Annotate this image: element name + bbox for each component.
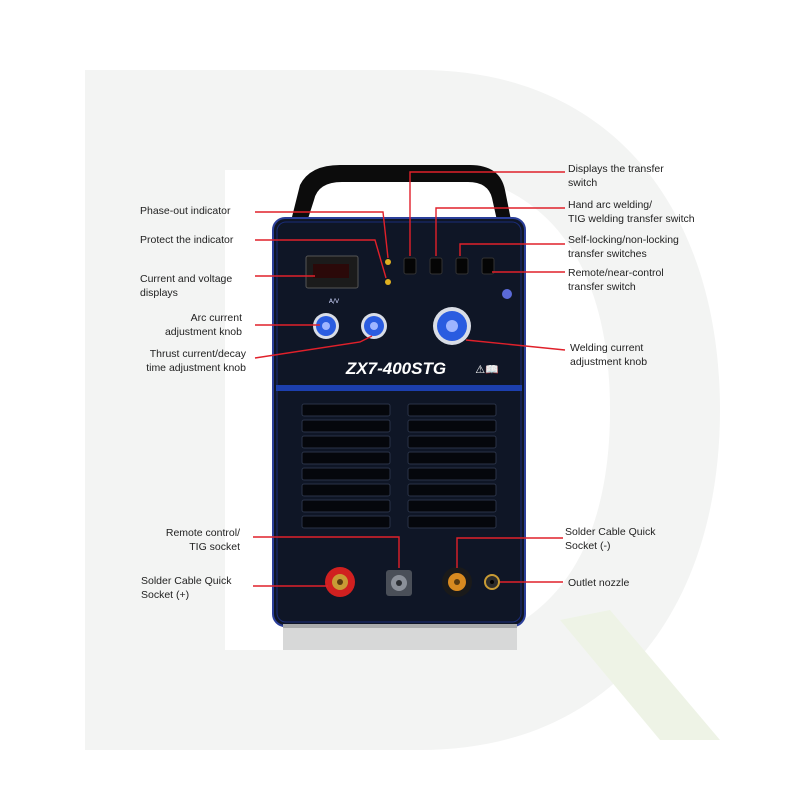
left-vent — [301, 403, 391, 529]
leader-protect — [255, 239, 387, 279]
outlet-nozzle[interactable] — [484, 574, 500, 590]
right-vent — [407, 403, 497, 529]
leader-transfer-display — [409, 171, 565, 256]
self-locking-switch[interactable] — [455, 257, 469, 275]
leader-remote-tig — [253, 536, 400, 568]
callout-solder-plus: Solder Cable Quick Socket (+) — [141, 575, 232, 601]
thrust-current-knob[interactable] — [361, 313, 387, 339]
warning-marks: ⚠📖 — [475, 363, 499, 376]
remote-tig-socket[interactable] — [386, 570, 412, 596]
blue-trim-band — [276, 385, 522, 391]
callout-welding-current: Welding current adjustment knob — [570, 342, 648, 368]
callout-outlet-nozzle: Outlet nozzle — [568, 577, 630, 589]
transfer-display-switch[interactable] — [403, 257, 417, 275]
display-unit-label: A/V — [329, 298, 340, 305]
callout-remote-tig-socket: Remote control/ TIG socket — [165, 527, 240, 553]
solder-socket-minus[interactable] — [442, 567, 472, 597]
callout-phase-out: Phase-out indicator — [140, 205, 231, 217]
remote-near-switch[interactable] — [481, 257, 495, 275]
callout-remote-near: Remote/near-control transfer switch — [568, 267, 664, 293]
hand-arc-tig-switch[interactable] — [429, 257, 443, 275]
carry-handle — [290, 165, 512, 225]
arc-current-knob[interactable] — [313, 313, 339, 339]
callout-transfer-display: Displays the transfer switch — [568, 163, 664, 189]
leader-thrust-current — [254, 335, 373, 359]
callout-arc-current: Arc current adjustment knob — [164, 312, 242, 338]
callout-self-locking: Self-locking/non-locking transfer switch… — [568, 234, 679, 260]
welder-machine: A/V ZX7-400STG ⚠� — [272, 165, 526, 650]
logo-badge — [502, 289, 512, 299]
base-plate — [283, 624, 517, 650]
callout-hand-arc: Hand arc welding/ TIG welding transfer s… — [568, 199, 695, 225]
leader-self-locking — [459, 243, 565, 256]
watermark — [85, 70, 720, 750]
transfer-switches — [403, 257, 495, 275]
model-name: ZX7-400STG — [345, 359, 446, 378]
leader-phase-out — [255, 211, 389, 259]
protect-indicator — [385, 279, 391, 285]
leader-hand-arc — [435, 207, 565, 256]
callout-current-voltage: Current and voltage displays — [140, 273, 233, 299]
leader-welding-current — [465, 339, 566, 351]
model-strip — [278, 352, 520, 382]
leader-solder-minus — [456, 537, 563, 568]
callout-solder-minus: Solder Cable Quick Socket (-) — [565, 526, 656, 552]
solder-socket-plus[interactable] — [325, 567, 355, 597]
phase-out-indicator — [385, 259, 391, 265]
callout-thrust-current: Thrust current/decay time adjustment kno… — [146, 348, 246, 374]
callout-protect: Protect the indicator — [140, 234, 234, 246]
welding-current-knob[interactable] — [433, 307, 471, 345]
leader-lines — [253, 171, 566, 587]
